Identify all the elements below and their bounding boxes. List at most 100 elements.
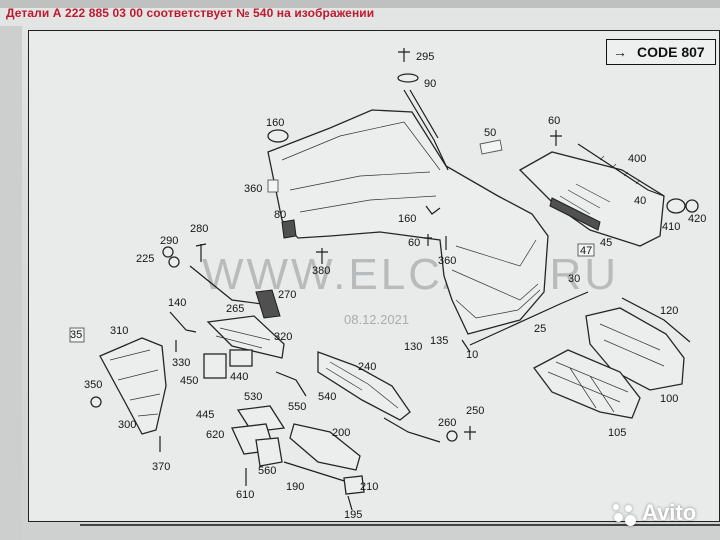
callout-label: 300 [118,419,136,431]
callout-label: 35 [70,329,82,341]
callout-label: 295 [416,51,434,63]
part-100-ribs [599,323,665,367]
browser-top-strip [0,0,720,8]
part-120 [621,297,691,343]
part-410 [666,198,686,214]
left-bracket-300 [99,337,167,435]
callout-label: 25 [534,323,546,335]
callout-label: 620 [206,429,224,441]
callout-label: 240 [358,361,376,373]
diffuser-slots [559,183,611,215]
bumper-cover-part [267,109,549,335]
callout-label: 280 [190,223,208,235]
part-560 [255,437,283,467]
part-450 [203,353,227,379]
part-45 [549,197,601,231]
callout-label: 195 [344,509,362,521]
top-strip-part [403,89,449,171]
callout-label: 160 [266,117,284,129]
callout-label: 350 [84,379,102,391]
callout-label: 120 [660,305,678,317]
part-60-clip [424,234,432,246]
part-105 [533,349,641,419]
callout-label: 420 [688,213,706,225]
callout-label: 360 [244,183,262,195]
side-strip-part [469,291,589,346]
part-440 [229,349,253,367]
part-350 [90,396,102,408]
part-550 [275,371,307,397]
part-190 [283,461,355,485]
frame-bottom-rule [80,524,720,526]
part-10-leader [461,339,471,353]
callout-label: 270 [278,289,296,301]
part-50 [479,139,503,155]
part-265 [255,289,281,319]
callout-label: 530 [244,391,262,403]
bumper-cover-inner [281,121,539,301]
callout-label: 60 [408,237,420,249]
part-130 [383,417,441,443]
callout-label: 320 [274,331,292,343]
callout-label: 50 [484,127,496,139]
callout-label: 450 [180,375,198,387]
left-bracket-ribs [109,349,161,417]
left-margin-column [0,26,22,540]
callout-label: 400 [628,153,646,165]
callout-label: 130 [404,341,422,353]
callout-label: 60 [548,115,560,127]
callout-labels: 295 90 50 60 400 160 360 80 40 410 420 4… [70,51,706,521]
part-140 [169,311,197,333]
callout-label: 610 [236,489,254,501]
callout-label: 90 [424,78,436,90]
part-260 [446,430,458,442]
part-105-grid [547,361,629,413]
callout-label: 445 [196,409,214,421]
callout-label: 140 [168,297,186,309]
callout-label: 200 [332,427,350,439]
strip-400 [577,143,665,197]
strip-400-clips [599,155,641,185]
part-210 [343,475,365,495]
callout-label: 290 [160,235,178,247]
part-360-box [267,179,279,193]
callout-label: 260 [438,417,456,429]
part-160-top [267,129,289,143]
callout-label: 190 [286,481,304,493]
avito-brand-name: Avito [642,500,697,525]
callout-label: 360 [438,255,456,267]
callout-label: 330 [172,357,190,369]
part-60-top [550,130,562,146]
callout-label: 45 [600,237,612,249]
bumper-cover-edge [455,289,541,319]
part-240 [317,351,411,421]
callout-label: 80 [274,209,286,221]
arrow-right-icon: → [613,44,627,60]
callout-label: 105 [608,427,626,439]
watermark-date: 08.12.2021 [344,312,410,327]
code-807-box: → CODE 807 [606,39,716,65]
callout-label: 250 [466,405,484,417]
callout-label: 160 [398,213,416,225]
part-195 [347,495,353,511]
part-35-box [69,327,85,343]
callout-label: 225 [136,253,154,265]
part-160-clip [425,205,441,215]
part-caption: Детали А 222 885 03 00 соответствует № 5… [6,6,375,20]
part-320 [206,315,285,359]
part-200 [289,423,361,471]
part-270 [189,265,263,305]
callout-label: 380 [312,265,330,277]
callout-label: 440 [230,371,248,383]
callout-label: 100 [660,393,678,405]
callout-label: 310 [110,325,128,337]
part-420 [685,199,699,213]
callout-label: 550 [288,401,306,413]
callout-label: 40 [634,195,646,207]
code-label: CODE 807 [637,44,705,60]
part-280 [195,243,207,262]
callout-label: 135 [430,335,448,347]
part-90 [397,73,419,83]
callout-label: 47 [580,245,592,257]
